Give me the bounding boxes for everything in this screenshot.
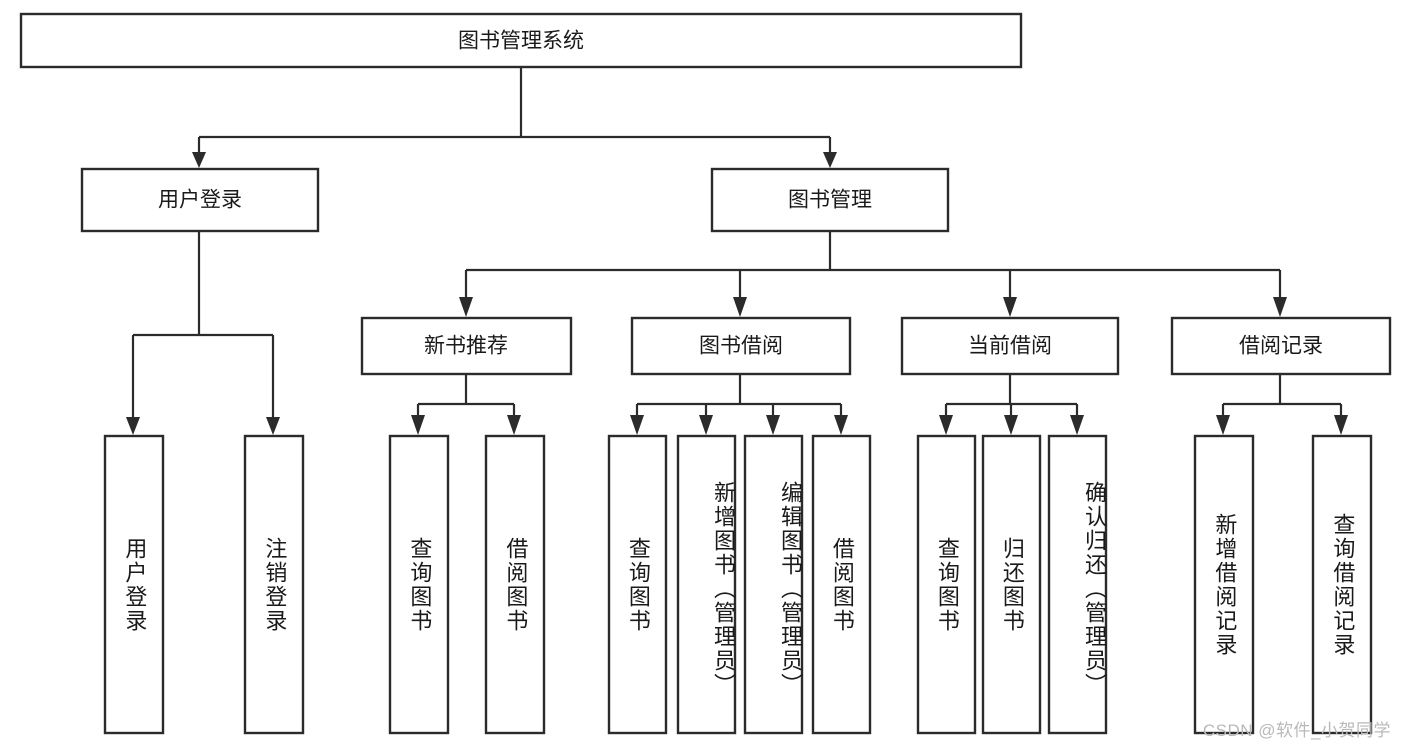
arrowhead-leaf-borrow-book xyxy=(834,415,848,435)
leaf-borrow-book-box[interactable] xyxy=(811,434,872,735)
leaf-edit-book-box[interactable] xyxy=(743,434,804,735)
arrowhead-leaf-query-book-current xyxy=(939,415,953,435)
connectors-borrow-record-to-leaves xyxy=(1216,375,1348,435)
arrowhead-leaf-edit-book xyxy=(766,415,780,435)
leaf-boxes xyxy=(103,434,1373,735)
arrowhead-book-borrow xyxy=(733,297,747,317)
node-book-manage[interactable]: 图书管理 xyxy=(710,167,950,233)
arrowhead-leaf-add-record xyxy=(1216,415,1230,435)
arrowhead-leaf-user-login xyxy=(126,417,140,435)
arrowhead-leaf-query-book-borrow xyxy=(630,415,644,435)
leaf-query-book-current-box[interactable] xyxy=(916,434,977,735)
node-book-manage-box[interactable] xyxy=(710,167,950,233)
node-current-borrow-box[interactable] xyxy=(900,316,1120,376)
node-new-book-rec-label: 新书推荐 xyxy=(424,335,508,358)
leaf-query-record-box[interactable] xyxy=(1311,434,1373,735)
connectors-new-book-rec-to-leaves xyxy=(411,375,521,435)
arrowhead-leaf-add-book xyxy=(699,415,713,435)
connectors-current-borrow-to-leaves xyxy=(939,375,1084,435)
node-new-book-rec[interactable]: 新书推荐 xyxy=(360,316,573,376)
arrowhead-leaf-borrow-book-rec xyxy=(507,415,521,435)
arrowhead-user-login xyxy=(192,152,206,168)
node-root-label: 图书管理系统 xyxy=(458,30,584,53)
node-book-manage-label: 图书管理 xyxy=(788,189,872,212)
node-root[interactable]: 图书管理系统 xyxy=(19,12,1023,69)
node-book-borrow-box[interactable] xyxy=(630,316,852,376)
arrowhead-leaf-return-book xyxy=(1004,415,1018,435)
leaf-logout-box[interactable] xyxy=(243,434,305,735)
leaf-return-book-box[interactable] xyxy=(981,434,1042,735)
arrowhead-book-manage xyxy=(823,152,837,168)
leaf-confirm-return-box[interactable] xyxy=(1047,434,1108,735)
node-book-borrow[interactable]: 图书借阅 xyxy=(630,316,852,376)
node-user-login-box[interactable] xyxy=(80,167,320,233)
node-borrow-record[interactable]: 借阅记录 xyxy=(1170,316,1392,376)
arrowhead-current-borrow xyxy=(1003,297,1017,317)
arrowhead-leaf-query-record xyxy=(1334,415,1348,435)
node-new-book-rec-box[interactable] xyxy=(360,316,573,376)
connectors-book-manage-to-level2 xyxy=(459,232,1287,317)
connectors-book-borrow-to-leaves xyxy=(630,375,848,435)
csdn-watermark: CSDN @软件_小贺同学 xyxy=(1202,721,1391,740)
node-current-borrow-label: 当前借阅 xyxy=(968,335,1052,358)
arrowhead-borrow-record xyxy=(1273,297,1287,317)
leaf-query-book-rec-box[interactable] xyxy=(388,434,450,735)
connectors-user-login-to-leaves xyxy=(126,232,280,435)
leaf-add-book-box[interactable] xyxy=(676,434,737,735)
arrowhead-leaf-logout xyxy=(266,417,280,435)
connectors-root-to-level1 xyxy=(192,67,837,168)
node-borrow-record-box[interactable] xyxy=(1170,316,1392,376)
leaf-borrow-book-rec-box[interactable] xyxy=(484,434,546,735)
node-user-login-label: 用户登录 xyxy=(158,189,242,212)
leaf-add-record-box[interactable] xyxy=(1193,434,1255,735)
arrowhead-leaf-confirm-return xyxy=(1070,415,1084,435)
node-current-borrow[interactable]: 当前借阅 xyxy=(900,316,1120,376)
node-book-borrow-label: 图书借阅 xyxy=(699,335,783,358)
node-borrow-record-label: 借阅记录 xyxy=(1239,335,1323,358)
node-root-box[interactable] xyxy=(19,12,1023,69)
arrowhead-leaf-query-book-rec xyxy=(411,415,425,435)
node-user-login[interactable]: 用户登录 xyxy=(80,167,320,233)
arrowhead-new-book-rec xyxy=(459,297,473,317)
leaf-query-book-borrow-box[interactable] xyxy=(607,434,668,735)
leaf-user-login-box[interactable] xyxy=(103,434,165,735)
